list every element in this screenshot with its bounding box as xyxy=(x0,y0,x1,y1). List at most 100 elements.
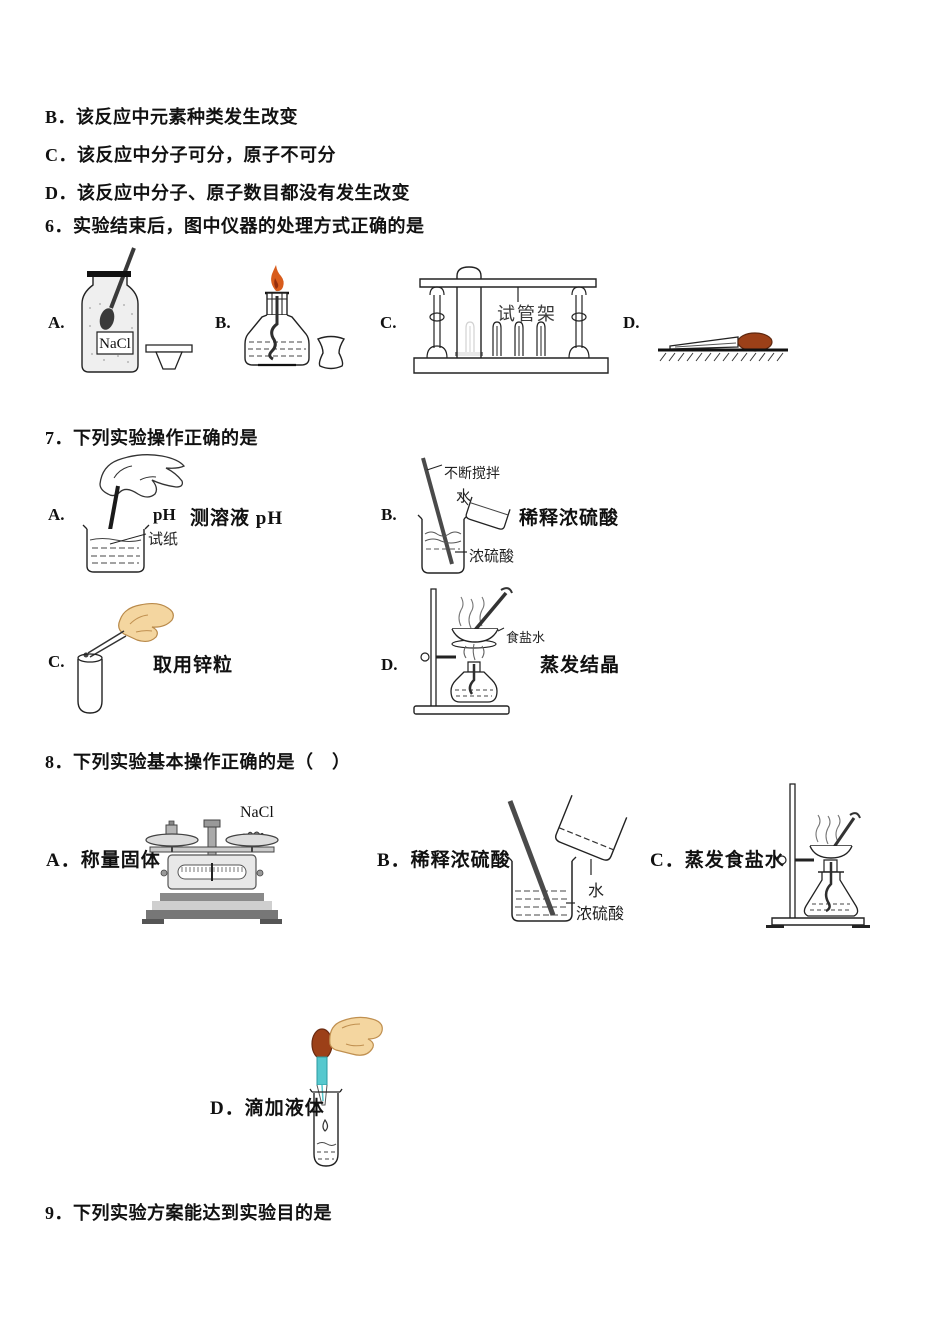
ph-label: pH xyxy=(153,505,176,524)
paper-leader-line xyxy=(110,534,146,544)
q6-option-d-letter: D. xyxy=(623,313,640,332)
stand-base xyxy=(772,918,864,925)
dropper-tube xyxy=(670,337,738,349)
q7b-dilute-acid-figure xyxy=(406,452,521,577)
paper-label: 试纸 xyxy=(148,532,179,548)
rack-left-post xyxy=(427,287,447,358)
saltwater-label: 食盐水 xyxy=(506,630,546,645)
inverted-test-tube xyxy=(457,267,481,358)
q8c-caption: C．蒸发食盐水 xyxy=(650,850,785,871)
stand-pole xyxy=(431,589,436,708)
right-pan xyxy=(226,834,278,846)
water-leader-line xyxy=(459,494,468,505)
q6-option-b-letter: B. xyxy=(215,313,231,332)
stand-pole xyxy=(790,784,795,920)
q7d-caption: 蒸发结晶 xyxy=(540,655,621,676)
q8b-dilute-acid-figure xyxy=(496,795,641,930)
hand-squeezing-dropper xyxy=(330,1017,383,1055)
q9-stem: 9．下列实验方案能达到实验目的是 xyxy=(45,1203,332,1223)
test-tube xyxy=(78,659,102,713)
tube-liquid xyxy=(317,1143,336,1160)
pouring-beaker xyxy=(554,795,627,862)
beaker xyxy=(422,519,464,573)
q6b-alcohol-lamp-figure xyxy=(240,265,355,374)
q7-stem: 7．下列实验操作正确的是 xyxy=(45,428,258,448)
q7a-measure-ph-figure xyxy=(66,450,201,575)
beaker-liquid xyxy=(90,539,141,564)
rack-top-board xyxy=(420,279,596,287)
q8a-balance-figure xyxy=(142,793,282,924)
q8a-caption: A．称量固体 xyxy=(46,850,161,871)
stirring-rod xyxy=(423,458,452,564)
option-line-d: D．该反应中分子、原子数目都没有发生改变 xyxy=(45,183,410,203)
option-line-b: B．该反应中元素种类发生改变 xyxy=(45,107,299,127)
tweezers xyxy=(88,631,126,657)
acid-liquid xyxy=(515,891,569,915)
test-tube xyxy=(314,1093,338,1166)
spoon-bowl xyxy=(99,308,115,330)
q8c-evaporate-figure xyxy=(766,780,870,928)
bench-hatching xyxy=(660,353,783,361)
q8d-caption: D．滴加液体 xyxy=(210,1098,325,1119)
acid-label-q8: 浓硫酸 xyxy=(576,906,625,923)
stir-leader-line xyxy=(427,465,442,470)
q7-option-c-letter: C. xyxy=(48,652,65,671)
stirring-rod xyxy=(510,801,553,915)
lamp-wick xyxy=(270,296,277,359)
pouring-bottle xyxy=(465,497,510,530)
alcohol-liquid xyxy=(248,342,306,356)
clamp-bolt xyxy=(778,856,786,864)
q7a-caption: 测溶液 pH xyxy=(190,508,284,529)
balance-base xyxy=(146,910,278,919)
q7-option-a-letter: A. xyxy=(48,505,65,524)
dropper-bulb xyxy=(312,1029,332,1059)
evaporating-dish xyxy=(810,846,852,858)
q8d-add-drops-figure xyxy=(294,1014,444,1176)
q6-option-c-letter: C. xyxy=(380,313,397,332)
alcohol-lamp-flask xyxy=(804,872,857,916)
lamp-cap xyxy=(318,337,344,369)
hand-with-tweezers xyxy=(119,604,174,642)
acid-liquid xyxy=(425,532,461,549)
q7-option-d-letter: D. xyxy=(381,655,398,674)
water-label-q8: 水 xyxy=(588,883,605,900)
nacl-bottle-label: NaCl xyxy=(99,336,131,352)
stand-base xyxy=(414,706,509,714)
pillar-top xyxy=(204,820,220,827)
burner-flame-lines xyxy=(464,644,484,660)
q7b-caption: 稀释浓硫酸 xyxy=(519,508,620,529)
clamp-bolt xyxy=(421,653,429,661)
dropper-bulb xyxy=(738,333,772,351)
alcohol-lamp xyxy=(451,672,497,702)
flame-core xyxy=(274,278,279,289)
bottle-rim xyxy=(87,271,131,277)
glass-rod xyxy=(832,818,854,850)
left-pan xyxy=(146,834,198,846)
q8-stem: 8．下列实验基本操作正确的是（ ） xyxy=(45,752,351,772)
q6a-reagent-bottle-figure xyxy=(78,246,198,378)
bottle-label-box xyxy=(97,332,133,354)
q6c-test-tube-rack-figure xyxy=(412,262,612,378)
q6d-dropper-on-bench-figure xyxy=(652,326,797,364)
q7c-zinc-granule-figure xyxy=(64,598,199,720)
saltwater-leader xyxy=(498,628,504,631)
q6-option-a-letter: A. xyxy=(48,313,65,332)
q8b-caption: B．稀释浓硫酸 xyxy=(377,850,511,871)
rack-right-post xyxy=(569,287,589,358)
rack-label: 试管架 xyxy=(497,304,557,324)
salt-stipple xyxy=(89,303,133,363)
falling-drop xyxy=(323,1120,328,1131)
nacl-weighing-label: NaCl xyxy=(240,804,274,821)
spoon-handle xyxy=(111,248,134,308)
stir-label: 不断搅拌 xyxy=(444,467,500,482)
beaker xyxy=(512,861,572,921)
q7-option-b-letter: B. xyxy=(381,505,397,524)
rack-base-board xyxy=(414,358,608,373)
water-label-q7: 水 xyxy=(456,489,472,505)
stopper-top xyxy=(146,345,192,352)
stopper-body xyxy=(156,352,182,369)
lamp-wick xyxy=(470,664,474,694)
lamp-wick xyxy=(826,862,831,911)
q6-stem: 6．实验结束后，图中仪器的处理方式正确的是 xyxy=(45,216,425,236)
